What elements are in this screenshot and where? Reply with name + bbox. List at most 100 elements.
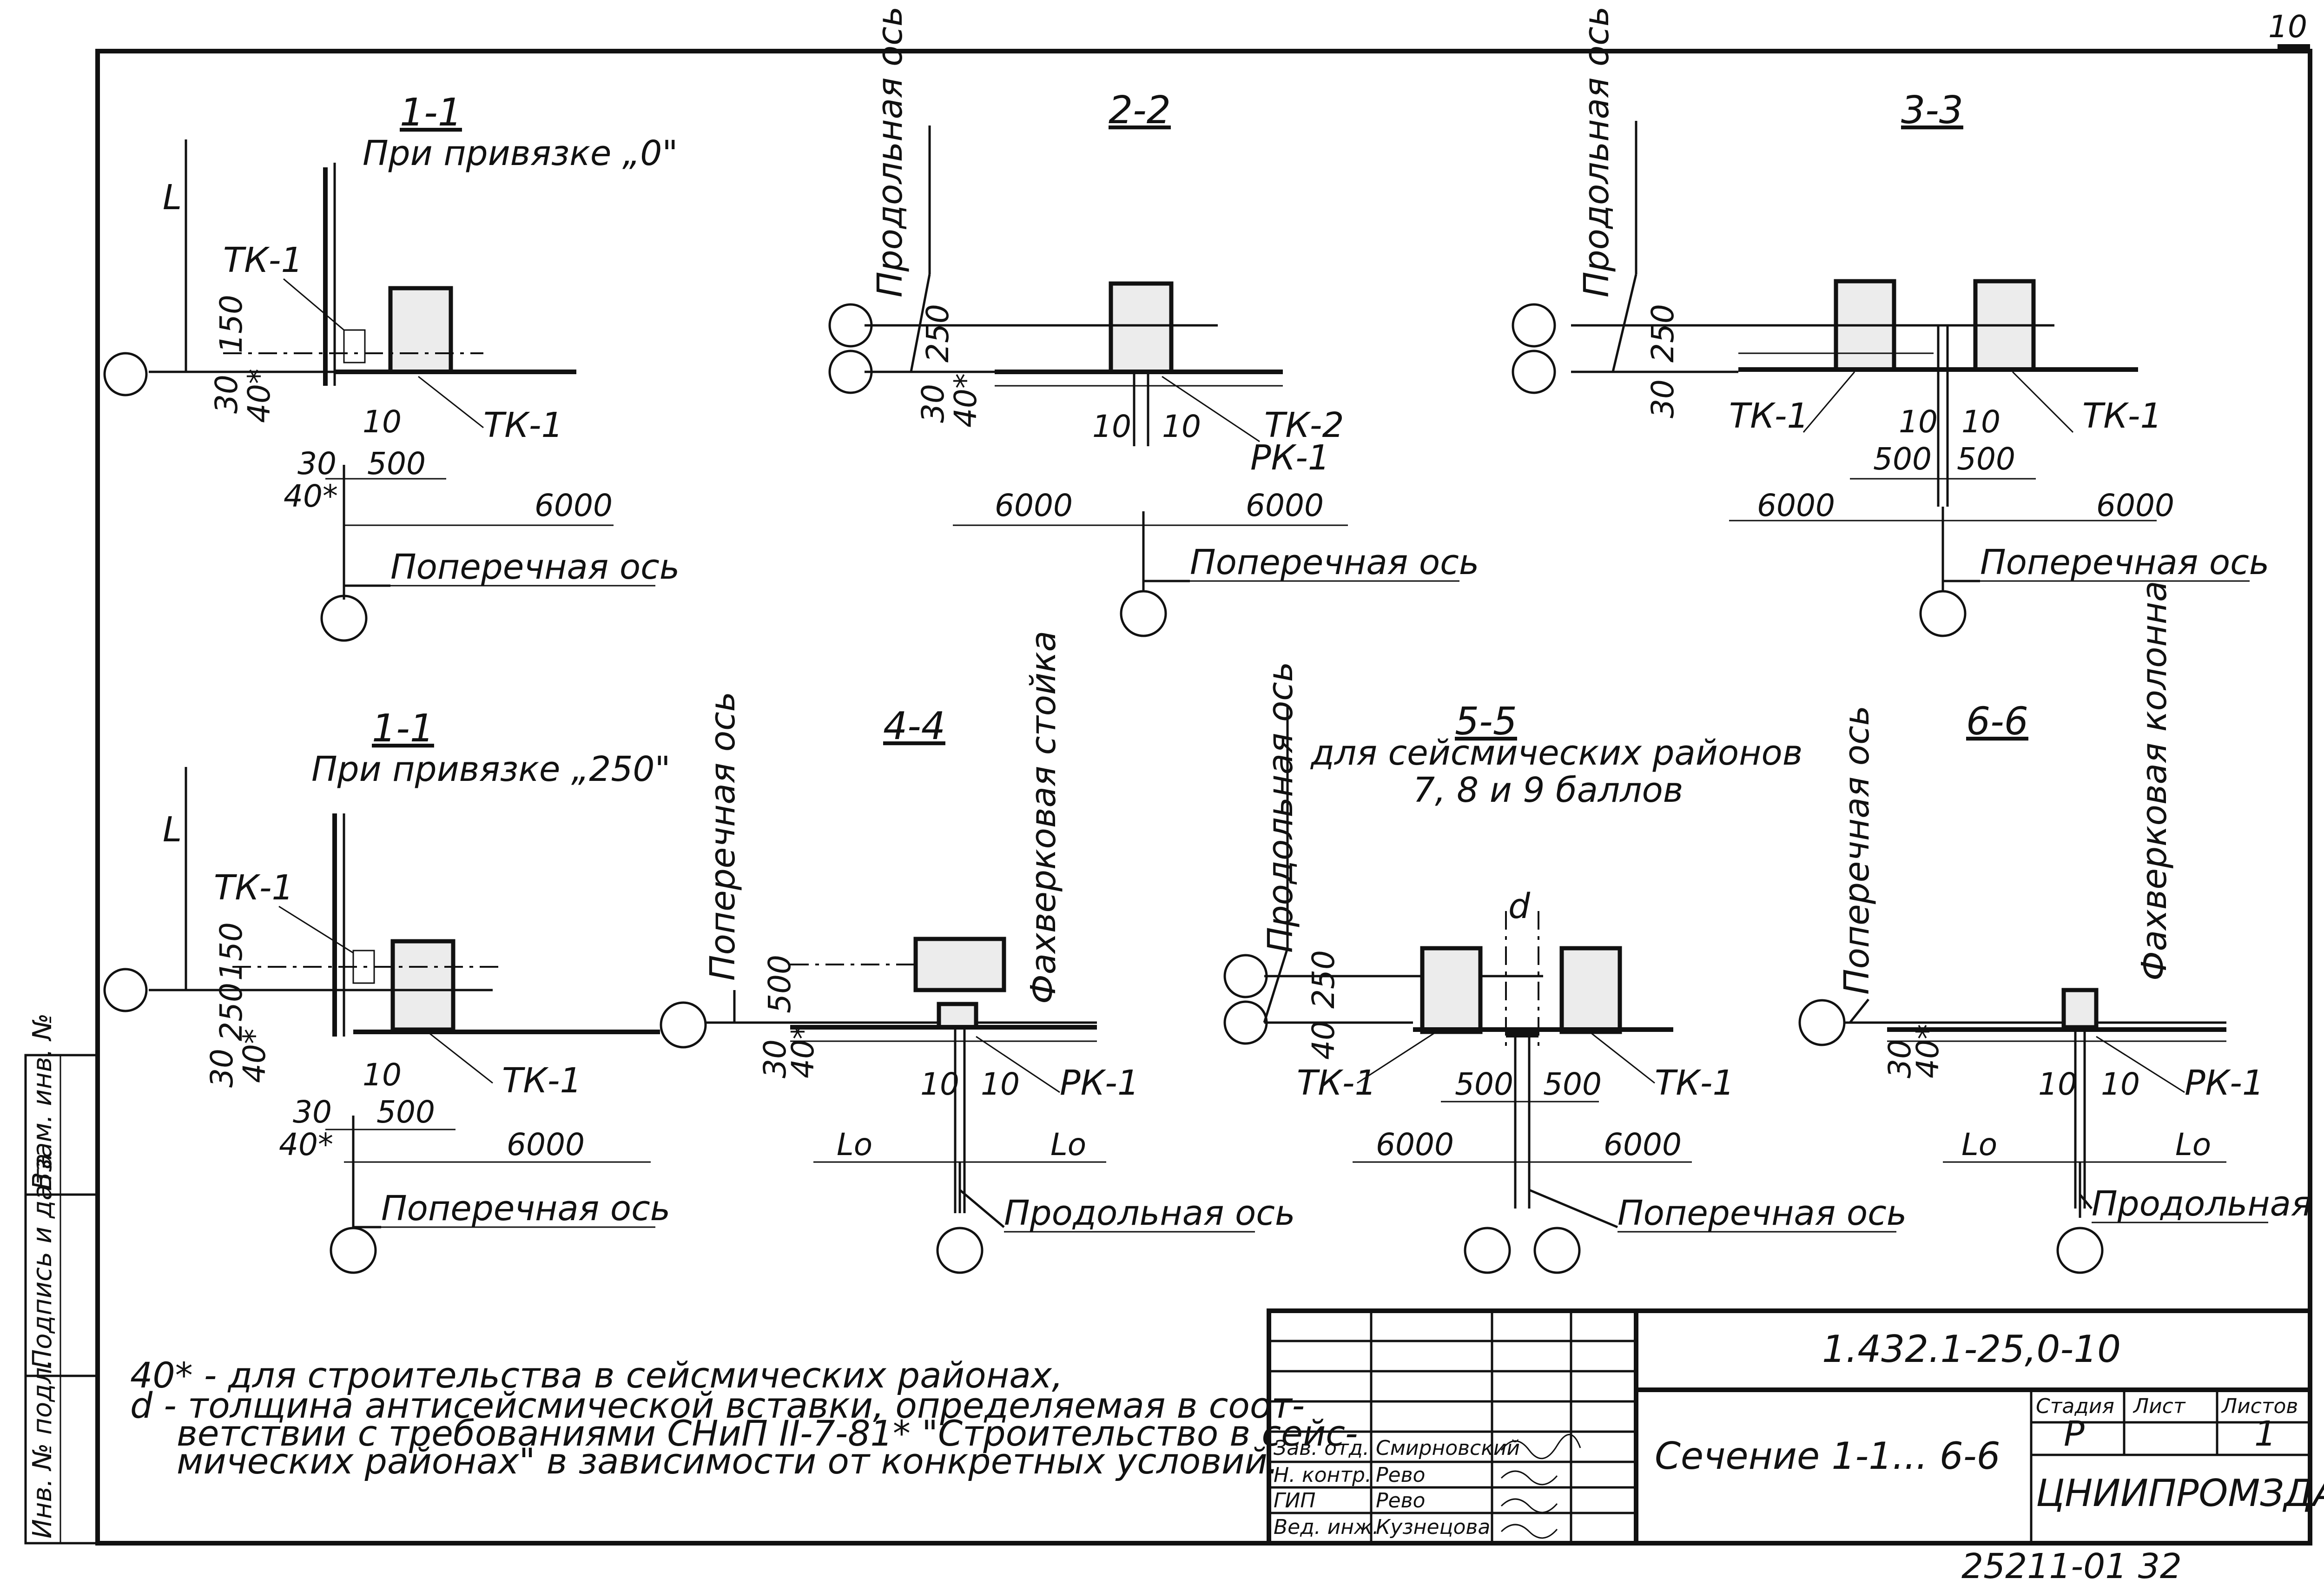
tk-label: ТК-1 bbox=[223, 240, 303, 280]
tk-label: ТК-1 bbox=[1655, 1063, 1735, 1103]
archive-stamp: 25211-01 32 bbox=[1961, 1546, 2182, 1586]
dim-500: 500 bbox=[762, 955, 798, 1013]
tk-label: ТК-1 bbox=[2082, 396, 2162, 436]
section-title: 2-2 bbox=[1109, 88, 1171, 132]
dim-6000: 6000 bbox=[1246, 488, 1324, 523]
dim-10: 10 bbox=[1961, 404, 2000, 440]
dim-30: 30 bbox=[293, 1094, 332, 1130]
section-6-6: 6-6 Поперечная ось Фахверковая колонна 3… bbox=[1798, 581, 2324, 1274]
dim-500: 500 bbox=[1957, 441, 2015, 477]
section-1-1-bottom: 1-1 При привязке „250" L ТК-1 ТК-1 150 2… bbox=[103, 707, 671, 1274]
row-name: Кузнецова bbox=[1376, 1515, 1490, 1539]
dim-10: 10 bbox=[2038, 1066, 2077, 1102]
dim-250: 250 bbox=[1306, 950, 1341, 1009]
tk-label: ТК-1 bbox=[483, 405, 563, 445]
axis-side-label: Поперечная ось bbox=[1837, 706, 1877, 995]
dim-10: 10 bbox=[920, 1066, 959, 1102]
axis-marker bbox=[103, 968, 148, 1012]
axis-side-label: Продольная ось bbox=[1261, 661, 1301, 953]
dim-40-star: 40* bbox=[1910, 1024, 1946, 1078]
axis-marker bbox=[1223, 954, 1268, 998]
sheets-value: 1 bbox=[2254, 1414, 2276, 1454]
note-1: 40* - для строительства в сейсмических р… bbox=[130, 1354, 1063, 1396]
tk-label: ТК-1 bbox=[1729, 396, 1809, 436]
height-label: L bbox=[163, 810, 182, 850]
row-name: Смирновский bbox=[1376, 1436, 1520, 1460]
axis-label: Поперечная ось bbox=[1618, 1193, 1907, 1233]
dim-6000: 6000 bbox=[995, 488, 1073, 523]
dim-30: 30 bbox=[757, 1039, 793, 1078]
note-2b: ветствии с требованиями СНиП II-7-81* "С… bbox=[177, 1413, 1358, 1454]
dim-500: 500 bbox=[376, 1094, 435, 1130]
axis-marker bbox=[320, 595, 368, 642]
section-title: 1-1 bbox=[400, 91, 462, 135]
axis-marker bbox=[828, 350, 873, 394]
dim-10: 10 bbox=[363, 1057, 402, 1093]
axis-marker bbox=[1798, 999, 1846, 1046]
dim-10: 10 bbox=[363, 404, 402, 440]
section-3-3: 3-3 Продольная ось 250 30 10 10 ТК-1 ТК-… bbox=[1512, 6, 2269, 637]
sheet-header: Лист bbox=[2133, 1394, 2186, 1418]
dim-250: 250 bbox=[213, 983, 249, 1041]
section-subtitle: При привязке „250" bbox=[311, 749, 671, 789]
dim-40-star: 40* bbox=[279, 1127, 333, 1163]
pk-label: РК-1 bbox=[2185, 1063, 2264, 1103]
axis-label: Поперечная ось bbox=[1980, 542, 2269, 582]
dim-10: 10 bbox=[1162, 409, 1201, 444]
section-4-4: 4-4 Поперечная ось Фахверковая стойка Фа… bbox=[660, 631, 1295, 1274]
tk-label: ТК-1 bbox=[502, 1061, 582, 1101]
dim-150: 150 bbox=[213, 922, 249, 981]
signature bbox=[1500, 1433, 1581, 1460]
title-block: Зав. отд. Смирновский Н. контр. Рево ГИП… bbox=[1267, 1308, 2324, 1546]
pk-label: РК-1 bbox=[1250, 438, 1330, 478]
dim-40-star: 40* bbox=[284, 478, 338, 514]
section-title: 4-4 bbox=[883, 704, 945, 748]
dim-10: 10 bbox=[1092, 409, 1131, 444]
section-title: 5-5 bbox=[1455, 700, 1517, 744]
section-title: 1-1 bbox=[372, 707, 434, 751]
dim-6000: 6000 bbox=[535, 488, 613, 523]
tk-label: ТК-2 bbox=[1264, 405, 1344, 445]
axis-marker bbox=[1919, 590, 1967, 637]
dim-500: 500 bbox=[367, 446, 426, 482]
lo-label: Lо bbox=[1050, 1127, 1086, 1163]
row-role: Зав. отд. bbox=[1274, 1436, 1369, 1460]
post-label: Фахверковая колонна bbox=[2134, 581, 2174, 981]
sheet-name: Сечение 1-1... 6-6 bbox=[1655, 1434, 2000, 1478]
section-title: 3-3 bbox=[1901, 88, 1963, 132]
dim-150: 150 bbox=[213, 295, 249, 353]
axis-top-label: Продольная ось bbox=[870, 6, 910, 297]
dim-6000: 6000 bbox=[1757, 488, 1835, 523]
dim-40: 40 bbox=[1306, 1021, 1341, 1060]
tk-label: ТК-1 bbox=[214, 868, 294, 908]
doc-code: 1.432.1-25,0-10 bbox=[1822, 1328, 2121, 1371]
signature bbox=[1500, 1524, 1558, 1539]
stage-header: Стадия bbox=[2036, 1394, 2114, 1418]
dim-30: 30 bbox=[1645, 379, 1681, 418]
dim-250: 250 bbox=[920, 304, 956, 363]
dim-6000: 6000 bbox=[1604, 1127, 1682, 1163]
axis-marker bbox=[2056, 1227, 2104, 1274]
dim-6000: 6000 bbox=[507, 1127, 585, 1163]
side-strip: Инв. № подл. Подпись и дата Взам. инв. № bbox=[24, 1013, 99, 1545]
organization: ЦНИИПРОМЗДАНИЙ bbox=[2036, 1471, 2324, 1515]
dim-10: 10 bbox=[1899, 404, 1938, 440]
axis-marker bbox=[660, 1001, 707, 1049]
dim-250: 250 bbox=[1645, 304, 1681, 363]
sheets-header: Листов bbox=[2221, 1394, 2298, 1418]
height-label: L bbox=[163, 178, 182, 218]
axis-marker bbox=[1512, 350, 1556, 394]
dim-30: 30 bbox=[915, 384, 951, 423]
note-2a: d - толщина антисейсмической вставки, оп… bbox=[130, 1385, 1305, 1426]
lo-label: Lо bbox=[1961, 1127, 1997, 1163]
row-role: ГИП bbox=[1274, 1489, 1316, 1513]
dim-10: 10 bbox=[981, 1066, 1020, 1102]
axis-label: Поперечная ось bbox=[381, 1189, 670, 1229]
axis-label: Поперечная ось bbox=[390, 547, 680, 587]
dim-30: 30 bbox=[209, 375, 244, 414]
dim-500: 500 bbox=[1873, 441, 1932, 477]
axis-marker bbox=[1223, 1000, 1268, 1045]
lo-label: Lо bbox=[2175, 1127, 2211, 1163]
axis-label: Продольная ось bbox=[2092, 1184, 2324, 1224]
